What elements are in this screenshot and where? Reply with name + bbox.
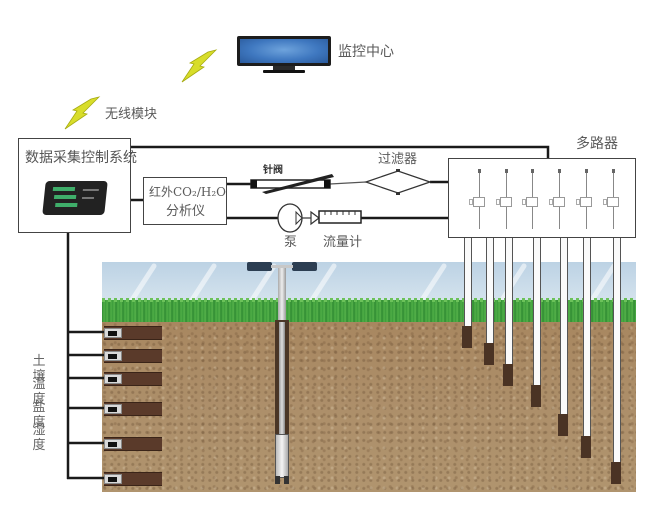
wire-logger-to-multiplexer — [130, 145, 550, 158]
multiplexer-valve-icon — [603, 169, 623, 229]
monitoring-center-label: 监控中心 — [338, 44, 394, 60]
soil-auger-icon — [247, 262, 337, 502]
multiplexer-valve-icon — [576, 169, 596, 229]
soil-sensor-probe-icon — [104, 349, 162, 363]
filter-icon — [364, 169, 432, 195]
soil-property-label-line: 湿度 — [32, 423, 46, 453]
gas-sampling-tube — [464, 238, 472, 326]
gas-tube-probe-tip — [611, 462, 621, 484]
multiplexer-valve-icon — [522, 169, 542, 229]
filter-label: 过滤器 — [378, 152, 418, 167]
gas-tube-probe-tip — [484, 343, 494, 365]
pump-icon — [277, 203, 320, 233]
soil-property-label-line: 温度 — [32, 377, 46, 407]
gas-tube-probe-tip — [558, 414, 568, 436]
lightning-bolt-icon — [64, 96, 101, 130]
gas-sampling-tube — [533, 238, 541, 385]
soil-sensor-probe-icon — [104, 472, 162, 486]
pump-label: 泵 — [284, 235, 298, 250]
gas-sampling-tube — [560, 238, 568, 414]
gas-tube-probe-tip — [503, 364, 513, 386]
data-logger-label: 数据采集控制系统 — [25, 150, 137, 166]
soil-property-label-line: 盐度 — [32, 400, 46, 430]
gas-tube-probe-tip — [531, 385, 541, 407]
lightning-bolt-icon — [181, 49, 218, 83]
analyzer-label-line2: 分析仪 — [166, 204, 206, 219]
soil-sensor-probe-icon — [104, 372, 162, 386]
multiplexer-valve-icon — [496, 169, 516, 229]
soil-sensor-probe-icon — [104, 402, 162, 416]
needle-valve-icon — [250, 174, 334, 194]
gas-sampling-tube — [486, 238, 494, 343]
soil-sensor-probe-icon — [104, 326, 162, 340]
multiplexer-valve-icon — [469, 169, 489, 229]
gas-sampling-tube — [583, 238, 591, 436]
soil — [102, 322, 636, 492]
multiplexer-label: 多路器 — [576, 136, 618, 152]
soil-property-label: 土壤温度盐度湿度 — [28, 354, 50, 453]
flowmeter-icon — [318, 210, 362, 224]
sensor-branch-wires — [67, 330, 104, 480]
field-scene — [102, 262, 636, 492]
data-logger-box: 数据采集控制系统 — [18, 138, 137, 233]
wireless-module-label: 无线模块 — [105, 107, 158, 122]
gas-sampling-tube — [613, 238, 621, 462]
datalogger-device-icon — [42, 181, 108, 215]
gas-sampling-tube — [505, 238, 513, 364]
multiplexer-box — [448, 158, 636, 238]
pipe-valve-to-filter — [329, 181, 367, 185]
soil-sensor-probe-icon — [104, 437, 162, 451]
monitor-icon — [237, 36, 331, 74]
gas-tube-probe-tip — [581, 436, 591, 458]
grass-tips — [102, 298, 636, 302]
multiplexer-valve-icon — [549, 169, 569, 229]
analyzer-label-line1: 红外CO₂/H₂O — [149, 185, 226, 199]
soil-property-label-line: 土壤 — [32, 354, 46, 384]
co2-h2o-analyzer-box: 红外CO₂/H₂O 分析仪 — [143, 177, 227, 225]
gas-tube-probe-tip — [462, 326, 472, 348]
sky-streaks — [129, 263, 617, 303]
grass — [102, 300, 636, 324]
needle-valve-label: 针阀 — [263, 165, 283, 176]
flowmeter-label: 流量计 — [323, 235, 363, 250]
